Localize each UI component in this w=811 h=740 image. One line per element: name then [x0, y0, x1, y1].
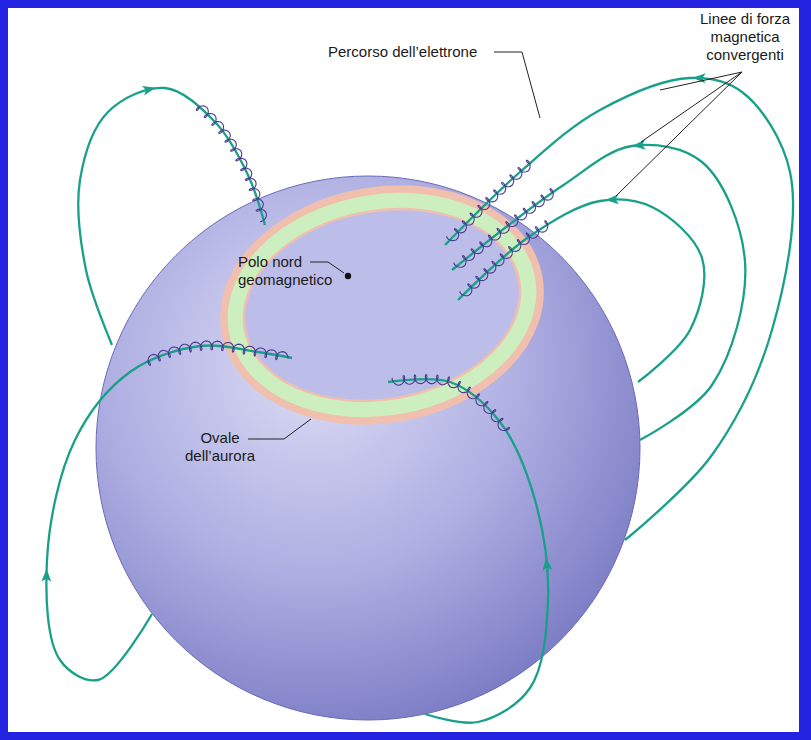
electron-path — [196, 106, 266, 222]
panel — [8, 8, 799, 732]
electron-path — [392, 375, 509, 431]
leader-line — [248, 419, 311, 439]
leader-lines — [248, 52, 742, 439]
pole-label: Polo nord geomagnetico — [238, 253, 342, 289]
leader-line — [616, 72, 742, 196]
leader-line — [494, 52, 540, 118]
field-arrowhead — [142, 83, 157, 96]
field-line — [78, 88, 265, 345]
field-arrowhead — [632, 140, 646, 151]
field-line-label: Linee di forza magnetica convergenti — [686, 10, 804, 64]
polar-cap — [230, 189, 534, 420]
electron-path-label: Percorso dell’elettrone — [328, 43, 506, 61]
field-arrowhead — [541, 557, 552, 571]
auroral-oval — [216, 176, 548, 435]
oval-label: Ovale dell’aurora — [176, 429, 264, 465]
electron-path — [447, 160, 530, 240]
leader-line — [641, 72, 742, 142]
electron-path — [148, 341, 288, 365]
field-line — [445, 78, 793, 540]
earth-sphere — [96, 176, 640, 720]
electron-path — [454, 189, 553, 268]
oval-band-outer — [216, 176, 548, 435]
pole-dot — [345, 273, 351, 279]
field-arrowhead — [41, 569, 51, 582]
field-line — [452, 145, 745, 440]
field-line — [458, 199, 704, 382]
field-line — [46, 345, 292, 680]
electron-path — [460, 221, 548, 296]
field-lines — [41, 73, 793, 723]
field-line — [388, 379, 548, 723]
oval-band-inner — [218, 178, 545, 432]
